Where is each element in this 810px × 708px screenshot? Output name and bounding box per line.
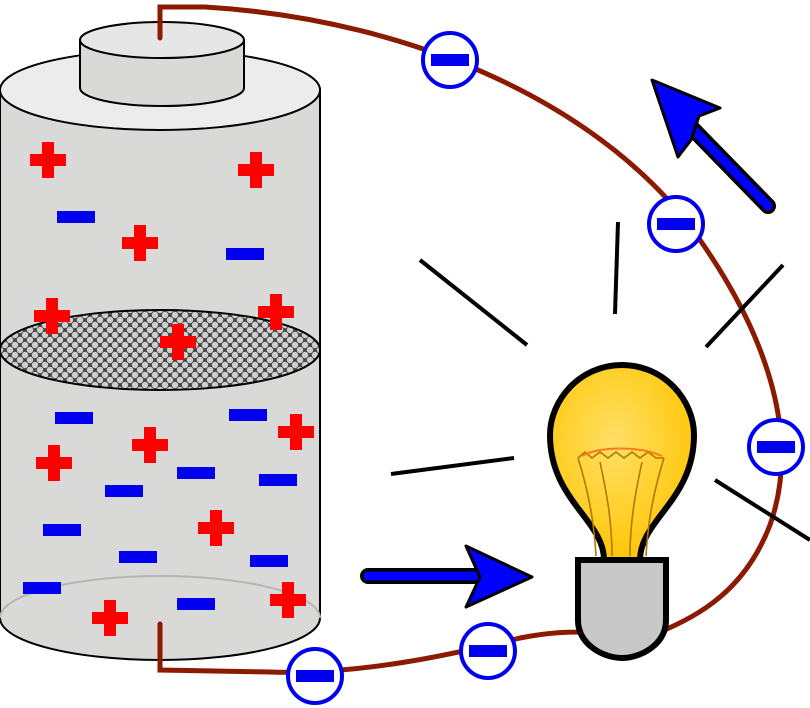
electron-minus-icon: [57, 211, 95, 223]
bulb-filament: [577, 450, 665, 557]
electron-minus-icon: [177, 467, 215, 479]
battery-separator: [0, 309, 321, 391]
battery-cell-icon: [0, 21, 321, 661]
ion-plus-icon: [122, 225, 158, 261]
flow-arrow-icon: [360, 544, 534, 609]
electron-minus-icon: [105, 485, 143, 497]
electron-minus-icon: [119, 551, 157, 563]
ion-plus-icon: [30, 142, 66, 178]
ion-plus-icon: [160, 324, 196, 360]
electron-minus-icon: [250, 555, 288, 567]
electron-minus: [296, 670, 334, 682]
electron-minus-icon: [229, 409, 267, 421]
flow-arrows: [360, 78, 776, 609]
light-bulb-icon: [546, 361, 698, 662]
ion-plus-icon: [238, 152, 274, 188]
wire-electron-icon: [747, 418, 805, 476]
ion-plus-icon: [34, 298, 70, 334]
ion-plus-icon: [132, 427, 168, 463]
light-ray: [418, 258, 529, 347]
electron-minus-icon: [55, 412, 93, 424]
electron-minus: [469, 645, 507, 657]
ion-plus-icon: [270, 582, 306, 618]
ion-plus-icon: [92, 600, 128, 636]
flow-arrow-icon: [650, 78, 776, 214]
light-rays: [390, 221, 810, 542]
wire-electron-icon: [459, 622, 517, 680]
light-ray: [713, 478, 810, 542]
bulb-glass: [546, 361, 698, 563]
wire-electron-icon: [647, 195, 705, 253]
wire-electron-icon: [286, 647, 344, 705]
electron-minus: [657, 218, 695, 230]
bulb-filament-glow: [581, 447, 663, 457]
light-ray: [704, 263, 785, 349]
electron-minus-icon: [226, 248, 264, 260]
electron-minus-icon: [23, 582, 61, 594]
electron-minus: [431, 54, 469, 66]
bulb-base: [575, 557, 669, 662]
electron-minus-icon: [259, 474, 297, 486]
ion-plus-icon: [278, 414, 314, 450]
positive-ions: [30, 142, 314, 636]
wire-electrons: [286, 31, 805, 705]
ion-plus-icon: [198, 510, 234, 546]
light-ray: [613, 221, 620, 315]
wire-electron-icon: [421, 31, 479, 89]
electron-minus: [757, 441, 795, 453]
electron-minus-icon: [177, 598, 215, 610]
internal-electrons: [23, 211, 297, 610]
ion-plus-icon: [36, 445, 72, 481]
electron-minus-icon: [43, 524, 81, 536]
light-ray: [390, 456, 515, 476]
ion-plus-icon: [258, 294, 294, 330]
